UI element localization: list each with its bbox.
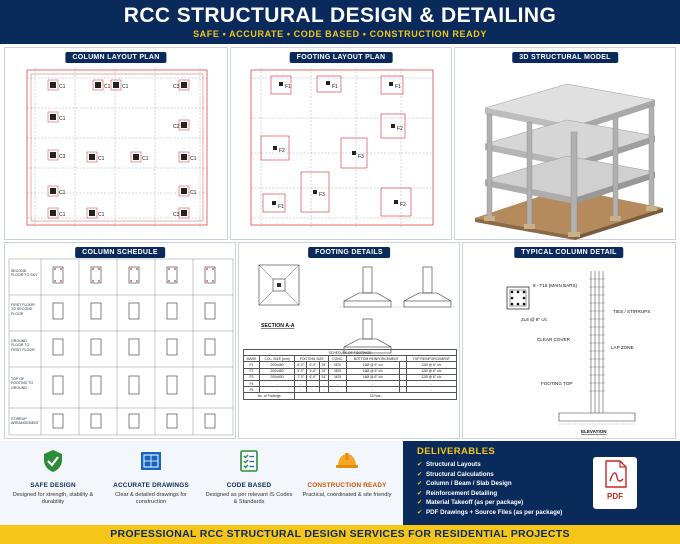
feature-title: CODE BASED bbox=[226, 482, 272, 489]
schedule-row-label: STIRRUP ARRANGEMENT bbox=[11, 417, 39, 426]
deliverable-item: ✔Structural Layouts bbox=[417, 461, 481, 468]
feature-construction-ready: CONSTRUCTION READY Practical, coordinate… bbox=[302, 449, 392, 499]
footing-tag: F1 bbox=[278, 204, 284, 210]
footing-tag: F1 bbox=[285, 84, 291, 90]
pdf-icon bbox=[605, 460, 627, 488]
column-tag: C1 bbox=[59, 84, 66, 90]
model-3d-title: 3D STRUCTURAL MODEL bbox=[512, 52, 618, 63]
footing-layout-drawing: F1 F1 F1 F2 F3 F2 F3 F2 F1 bbox=[250, 68, 434, 228]
schedule-row-label: FIRST FLOOR TO SECOND FLOOR bbox=[11, 303, 35, 316]
check-icon: ✔ bbox=[417, 508, 423, 516]
column-tag: C1 bbox=[122, 84, 129, 90]
column-tag: C1 bbox=[59, 190, 66, 196]
column-tag: C1 bbox=[98, 156, 105, 162]
check-icon: ✔ bbox=[417, 499, 423, 507]
blueprint-icon bbox=[141, 452, 161, 470]
checklist-icon bbox=[240, 450, 258, 472]
check-icon: ✔ bbox=[417, 480, 423, 488]
features-strip: SAFE DESIGN Designed for strength, stabi… bbox=[0, 441, 403, 525]
check-icon: ✔ bbox=[417, 489, 423, 497]
column-tag: C1 bbox=[59, 212, 66, 218]
column-tag: C1 bbox=[142, 156, 149, 162]
column-schedule-title: COLUMN SCHEDULE bbox=[75, 247, 165, 258]
page-title: RCC STRUCTURAL DESIGN & DETAILING bbox=[123, 4, 557, 27]
footing-count-value: 18 Nos. bbox=[294, 392, 457, 400]
column-tag: C3 bbox=[173, 212, 180, 218]
ties-spec-label: 2L8 @ 8" c/c bbox=[521, 317, 548, 322]
footing-section-drawing: SECTION A-A bbox=[258, 264, 455, 354]
elevation-label: ELEVATION bbox=[581, 429, 607, 434]
feature-desc: Clear & detailed drawings for constructi… bbox=[115, 492, 187, 505]
feature-title: SAFE DESIGN bbox=[30, 482, 76, 489]
column-detail-title: TYPICAL COLUMN DETAIL bbox=[514, 247, 624, 258]
column-schedule-panel: SECOND FLOOR TO SKY FIRST FLOOR TO SECON… bbox=[4, 242, 236, 439]
column-tag: C2 bbox=[173, 124, 180, 130]
deliverable-item: ✔Column / Beam / Slab Design bbox=[417, 480, 512, 488]
column-tag: C1 bbox=[59, 116, 66, 122]
schedule-row-label: SECOND FLOOR TO SKY bbox=[11, 269, 38, 278]
deliverables-panel: DELIVERABLES ✔Structural Layouts ✔Struct… bbox=[403, 441, 680, 525]
footing-count-label: No. of Footings bbox=[242, 392, 296, 400]
column-tag: C3 bbox=[173, 84, 180, 90]
column-schedule-grid bbox=[8, 258, 234, 436]
pdf-label: PDF bbox=[607, 492, 623, 501]
column-layout-panel: C1 C1 C1 C3 C1 C2 C3 C1 C1 C1 C1 C1 C1 C… bbox=[4, 47, 228, 240]
feature-desc: Designed as per relevant IS Codes & Stan… bbox=[205, 492, 293, 505]
feature-accurate-drawings: ACCURATE DRAWINGS Clear & detailed drawi… bbox=[106, 449, 196, 506]
header-banner: RCC STRUCTURAL DESIGN & DETAILING SAFE •… bbox=[0, 0, 680, 44]
table-row: F4------- bbox=[243, 379, 458, 388]
check-icon: ✔ bbox=[417, 461, 423, 468]
ties-label: TIES / STIRRUPS bbox=[613, 309, 650, 314]
column-tag: C1 bbox=[190, 156, 197, 162]
deliverable-item: ✔Reinforcement Detailing bbox=[417, 489, 498, 497]
footing-schedule-table: SCHEDULE OF FOOTINGS MARK COL. SIZE (mm)… bbox=[242, 348, 458, 400]
column-detail-panel: 8 - T16 (MAIN BARS) 2L8 @ 8" c/c TIES / … bbox=[462, 242, 676, 439]
model-3d-panel: 3D STRUCTURAL MODEL bbox=[454, 47, 676, 240]
hard-hat-icon bbox=[336, 453, 358, 468]
column-layout-drawing: C1 C1 C1 C3 C1 C2 C3 C1 C1 C1 C1 C1 C1 C… bbox=[26, 68, 208, 228]
footing-tag: F1 bbox=[395, 84, 401, 90]
column-tag: C1 bbox=[98, 212, 105, 218]
feature-desc: Designed for strength, stability & durab… bbox=[12, 492, 94, 505]
column-tag: C3 bbox=[59, 154, 66, 160]
page-subtitle: SAFE • ACCURATE • CODE BASED • CONSTRUCT… bbox=[193, 29, 487, 39]
main-bars-label: 8 - T16 (MAIN BARS) bbox=[533, 283, 578, 288]
footing-details-panel: SECTION A-A SCHEDULE OF FOOTINGS MARK CO… bbox=[238, 242, 460, 439]
deliverables-list: ✔Structural Layouts ✔Structural Calculat… bbox=[417, 460, 562, 518]
feature-safe-design: SAFE DESIGN Designed for strength, stabi… bbox=[8, 449, 98, 506]
footing-top-label: FOOTING TOP bbox=[541, 381, 572, 386]
footing-tag: F2 bbox=[400, 202, 406, 208]
deliverable-item: ✔Structural Calculations bbox=[417, 470, 494, 478]
lap-zone-label: LAP ZONE bbox=[611, 345, 634, 350]
feature-desc: Practical, coordinated & site friendly bbox=[302, 492, 392, 498]
footer-banner: PROFESSIONAL RCC STRUCTURAL DESIGN SERVI… bbox=[0, 525, 680, 544]
footing-layout-title: FOOTING LAYOUT PLAN bbox=[289, 52, 393, 63]
deliverable-item: ✔Material Takeoff (as per package) bbox=[417, 499, 524, 507]
pdf-document: PDF bbox=[593, 457, 637, 509]
footing-tag: F3 bbox=[319, 192, 325, 198]
schedule-row-label: TOP OF FOOTING TO GROUND bbox=[11, 377, 34, 390]
footing-tag: F2 bbox=[279, 148, 285, 154]
building-3d-illustration bbox=[475, 83, 663, 240]
clear-cover-label: CLEAR COVER bbox=[537, 337, 571, 342]
footing-tag: F3 bbox=[358, 154, 364, 160]
column-tag: C1 bbox=[104, 84, 111, 90]
footing-details-title: FOOTING DETAILS bbox=[308, 247, 390, 258]
column-layout-title: COLUMN LAYOUT PLAN bbox=[65, 52, 167, 63]
deliverable-item: ✔PDF Drawings + Source Files (as per pac… bbox=[417, 508, 563, 516]
feature-title: CONSTRUCTION READY bbox=[307, 482, 387, 489]
feature-title: ACCURATE DRAWINGS bbox=[113, 482, 189, 489]
feature-code-based: CODE BASED Designed as per relevant IS C… bbox=[204, 449, 294, 506]
check-icon: ✔ bbox=[417, 470, 423, 478]
deliverables-title: DELIVERABLES bbox=[417, 446, 496, 457]
shield-check-icon bbox=[44, 450, 62, 472]
footing-tag: F2 bbox=[397, 126, 403, 132]
column-tag: C1 bbox=[190, 190, 197, 196]
footing-tag: F1 bbox=[332, 84, 338, 90]
footing-layout-panel: F1 F1 F1 F2 F3 F2 F3 F2 F1 FOOTING LAYOU… bbox=[230, 47, 452, 240]
column-detail-drawing: 8 - T16 (MAIN BARS) 2L8 @ 8" c/c TIES / … bbox=[506, 271, 650, 434]
section-label: SECTION A-A bbox=[261, 323, 295, 329]
schedule-row-label: GROUND FLOOR TO FIRST FLOOR bbox=[11, 339, 35, 352]
